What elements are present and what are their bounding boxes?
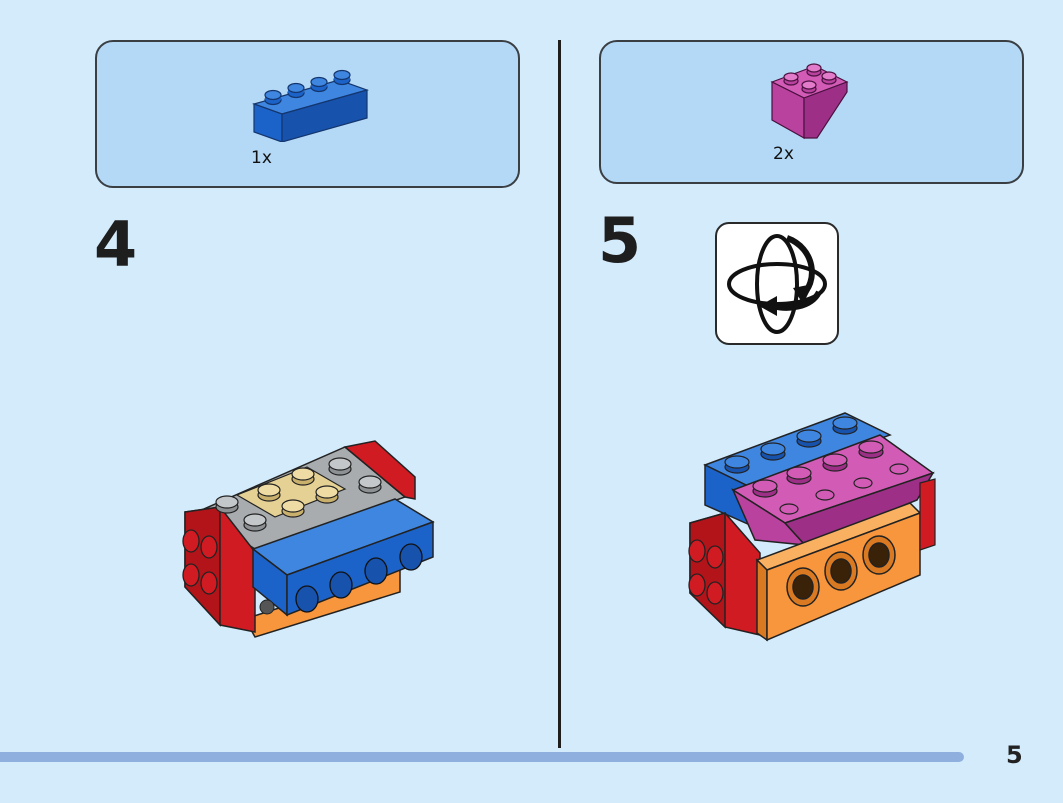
progress-bar	[0, 752, 964, 762]
step5-assembly-illustration	[688, 412, 936, 642]
step5-part-quantity: 2x	[773, 144, 794, 164]
rotate-model-box	[715, 222, 839, 345]
step4-parts-box: 1x	[95, 40, 520, 188]
step4-number: 4	[94, 208, 138, 281]
step4-part-quantity: 1x	[251, 148, 272, 168]
page-number: 5	[1006, 741, 1023, 769]
step5-parts-box: 2x	[599, 40, 1024, 184]
step4-assembly-illustration	[182, 440, 435, 638]
magenta-slope-brick-icon	[770, 63, 849, 140]
blue-brick-1x4-icon	[252, 69, 369, 142]
rotate-model-icon	[727, 234, 827, 334]
step5-number: 5	[598, 204, 642, 277]
step-divider	[558, 40, 561, 748]
